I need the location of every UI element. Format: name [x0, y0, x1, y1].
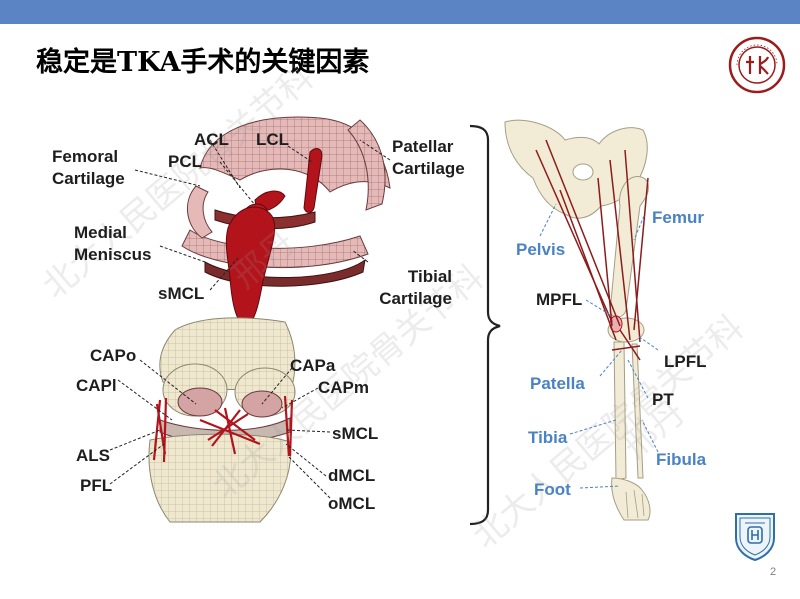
slide-title: 稳定是TKA手术的关键因素 [36, 47, 370, 78]
bottom-knee-model [148, 317, 296, 523]
label-capm: CAPm [318, 378, 370, 397]
label-smcl-top: sMCL [158, 284, 205, 303]
label-pelvis: Pelvis [516, 240, 566, 259]
label-smcl-bottom: sMCL [332, 424, 379, 443]
top-knee-model [181, 116, 391, 329]
label-lcl: LCL [256, 130, 290, 149]
label-capo: CAPo [90, 346, 137, 365]
label-tibia: Tibia [528, 428, 568, 447]
leg-model [504, 119, 651, 521]
label-capl: CAPl [76, 376, 117, 395]
label-pfl: PFL [80, 476, 113, 495]
label-lpfl: LPFL [664, 352, 707, 371]
label-medial-meniscus: Medial Meniscus [74, 223, 152, 264]
label-capa: CAPa [290, 356, 336, 375]
label-femoral-cartilage: Femoral Cartilage [52, 147, 125, 188]
label-omcl: oMCL [328, 494, 376, 513]
page-number: 2 [770, 566, 777, 578]
label-fibula: Fibula [656, 450, 707, 469]
label-tibial-cartilage: Tibial Cartilage [379, 267, 452, 308]
label-femur: Femur [652, 208, 704, 227]
label-foot: Foot [534, 480, 571, 499]
label-patellar-cartilage: Patellar Cartilage [392, 137, 465, 178]
label-pt: PT [652, 390, 674, 409]
header-bar [0, 0, 800, 24]
label-acl: ACL [194, 130, 229, 149]
label-als: ALS [76, 446, 110, 465]
right-brace-icon [469, 124, 501, 526]
pku-logo-icon [728, 36, 786, 94]
label-patella: Patella [530, 374, 585, 393]
label-mpfl: MPFL [536, 290, 583, 309]
label-dmcl: dMCL [328, 466, 376, 485]
label-pcl: PCL [168, 152, 202, 171]
hospital-shield-icon [735, 513, 775, 562]
